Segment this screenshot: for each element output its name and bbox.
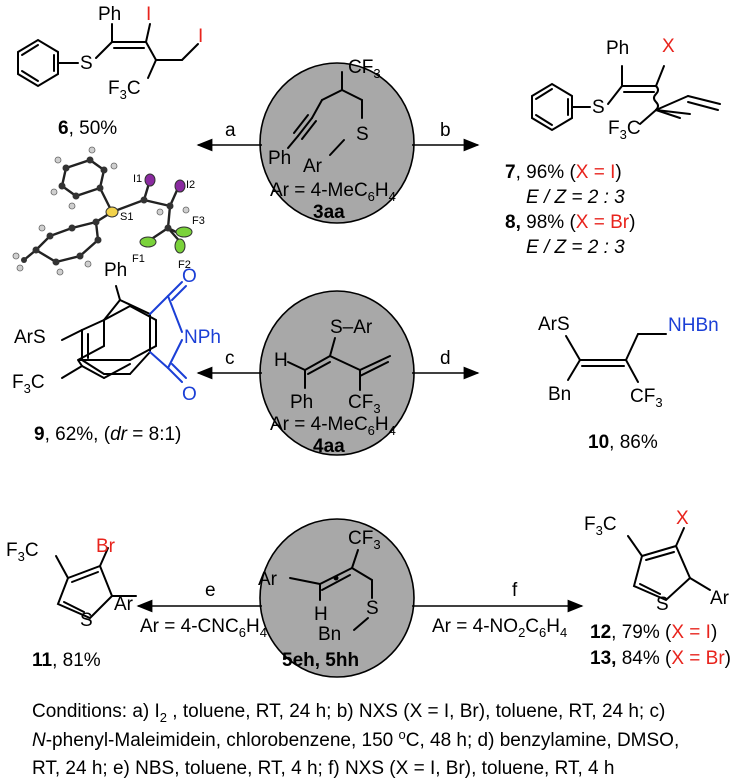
f3c-label: F3C — [6, 540, 39, 564]
arrow-label-b: b — [440, 120, 451, 141]
s-label: S — [656, 594, 669, 615]
ars-label: ArS — [14, 327, 46, 348]
xray-structure: I1 I2 S1 F1 F2 F3 — [12, 146, 205, 276]
product-11: F3C Br S Ar 11, 81% — [6, 536, 137, 671]
cf3-label: CF3 — [348, 392, 381, 416]
product-10: ArS NHBn Bn CF3 10, 86% — [538, 314, 719, 453]
iodine-label: I — [198, 26, 203, 47]
s-ar-label: S–Ar — [330, 317, 373, 338]
product-9: Ph ArS F3C O NPh O 9, 62%, (dr = 8:1) — [12, 260, 221, 445]
arrow-label-a: a — [225, 120, 236, 141]
s-label: S — [356, 124, 369, 145]
s-label: S — [592, 97, 605, 118]
product-11-caption: 11, 81% — [32, 650, 101, 671]
f3c-label: F3C — [608, 118, 641, 142]
ph-label: Ph — [98, 4, 121, 25]
xray-label-i2: I2 — [186, 179, 195, 191]
s-label: S — [366, 598, 379, 619]
xray-label-f3: F3 — [192, 215, 205, 227]
ar-label: Ar — [114, 594, 134, 615]
product-6: S Ph I I F3C 6, 50% — [17, 4, 203, 139]
compound-number-5: 5eh, 5hh — [282, 650, 359, 671]
f3c-label: F3C — [584, 514, 617, 538]
center-disc-3aa — [259, 62, 415, 224]
ph-label: Ph — [104, 260, 127, 281]
conditions-line-1: Conditions: a) I2 , toluene, RT, 24 h; b… — [32, 701, 665, 725]
cf3-label: CF3 — [348, 528, 381, 552]
f3c-label: F3C — [12, 372, 45, 396]
ar-label: Ar — [710, 588, 730, 609]
ar-definition: Ar = 4-MeC6H4 — [270, 414, 396, 438]
compound-number-4aa: 4aa — [313, 436, 345, 457]
oxygen-label: O — [182, 266, 197, 287]
xray-label-i1: I1 — [133, 173, 142, 185]
nph-label: NPh — [184, 327, 221, 348]
nhbn-label: NHBn — [668, 315, 719, 336]
bromine-label: Br — [96, 536, 116, 557]
x-label: X — [662, 36, 675, 57]
h-label: H — [274, 350, 288, 371]
ars-label: ArS — [538, 314, 570, 335]
xray-label-s1: S1 — [120, 211, 133, 223]
product-9-caption: 9, 62%, (dr = 8:1) — [34, 424, 181, 445]
product-6-caption: 6, 50% — [58, 118, 117, 139]
compound-5eh-5hh: CF3 Ar H S Bn 5eh, 5hh — [258, 528, 381, 671]
cf3-label: CF3 — [348, 57, 381, 81]
conditions-text: Conditions: a) I2 , toluene, RT, 24 h; b… — [32, 701, 679, 779]
bn-label: Bn — [318, 624, 341, 645]
conditions-line-3: RT, 24 h; e) NBS, toluene, RT, 4 h; f) N… — [32, 758, 614, 779]
arrow-label-c: c — [225, 348, 235, 369]
product-7-caption: 7, 96% (X = I) — [505, 162, 622, 183]
arrow-label-f: f — [512, 580, 518, 601]
ph-label: Ph — [606, 38, 629, 59]
h-label: H — [314, 604, 328, 625]
ar-label: Ar — [303, 156, 323, 177]
arrow-label-e: e — [205, 580, 216, 601]
f3c-label: F3C — [108, 78, 141, 102]
ar-label: Ar — [258, 569, 278, 590]
arrow-e-condition: Ar = 4-CNC6H4 — [140, 616, 267, 640]
ph-label: Ph — [290, 392, 313, 413]
center-disc-5 — [259, 518, 415, 678]
product-8-caption: 8, 98% (X = Br) — [505, 212, 635, 233]
iodine-label: I — [146, 4, 151, 25]
product-7-8: S Ph X F3C 7, 96% (X = I) E / Z = 2 : 3 … — [505, 36, 721, 258]
x-label: X — [676, 508, 689, 529]
bn-label: Bn — [548, 384, 571, 405]
s-label: S — [80, 53, 93, 74]
xray-label-f1: F1 — [132, 253, 145, 265]
s-label: S — [80, 610, 93, 631]
conditions-line-2: N-phenyl-Maleimidein, chlorobenzene, 150… — [32, 727, 679, 751]
compound-4aa: S–Ar H Ph CF3 Ar = 4-MeC6H4 4aa — [270, 317, 396, 457]
oxygen-label: O — [182, 384, 197, 405]
arrow-label-d: d — [440, 348, 451, 369]
product-8-ez-ratio: E / Z = 2 : 3 — [526, 237, 625, 258]
compound-number-3aa: 3aa — [313, 202, 345, 223]
product-7-ez-ratio: E / Z = 2 : 3 — [526, 187, 625, 208]
cf3-label: CF3 — [630, 386, 663, 410]
product-12-13: F3C X S Ar 12, 79% (X = I) 13, 84% (X = … — [584, 508, 731, 669]
xray-label-f2: F2 — [178, 259, 191, 271]
compound-3aa: CF3 Ph S Ar Ar = 4-MeC6H4 3aa — [268, 57, 396, 223]
product-13-caption: 13, 84% (X = Br) — [590, 648, 731, 669]
product-10-caption: 10, 86% — [588, 432, 658, 453]
ar-definition: Ar = 4-MeC6H4 — [270, 180, 396, 204]
product-12-caption: 12, 79% (X = I) — [590, 622, 717, 643]
ph-label: Ph — [268, 148, 291, 169]
arrow-f-condition: Ar = 4-NO2C6H4 — [432, 616, 567, 640]
